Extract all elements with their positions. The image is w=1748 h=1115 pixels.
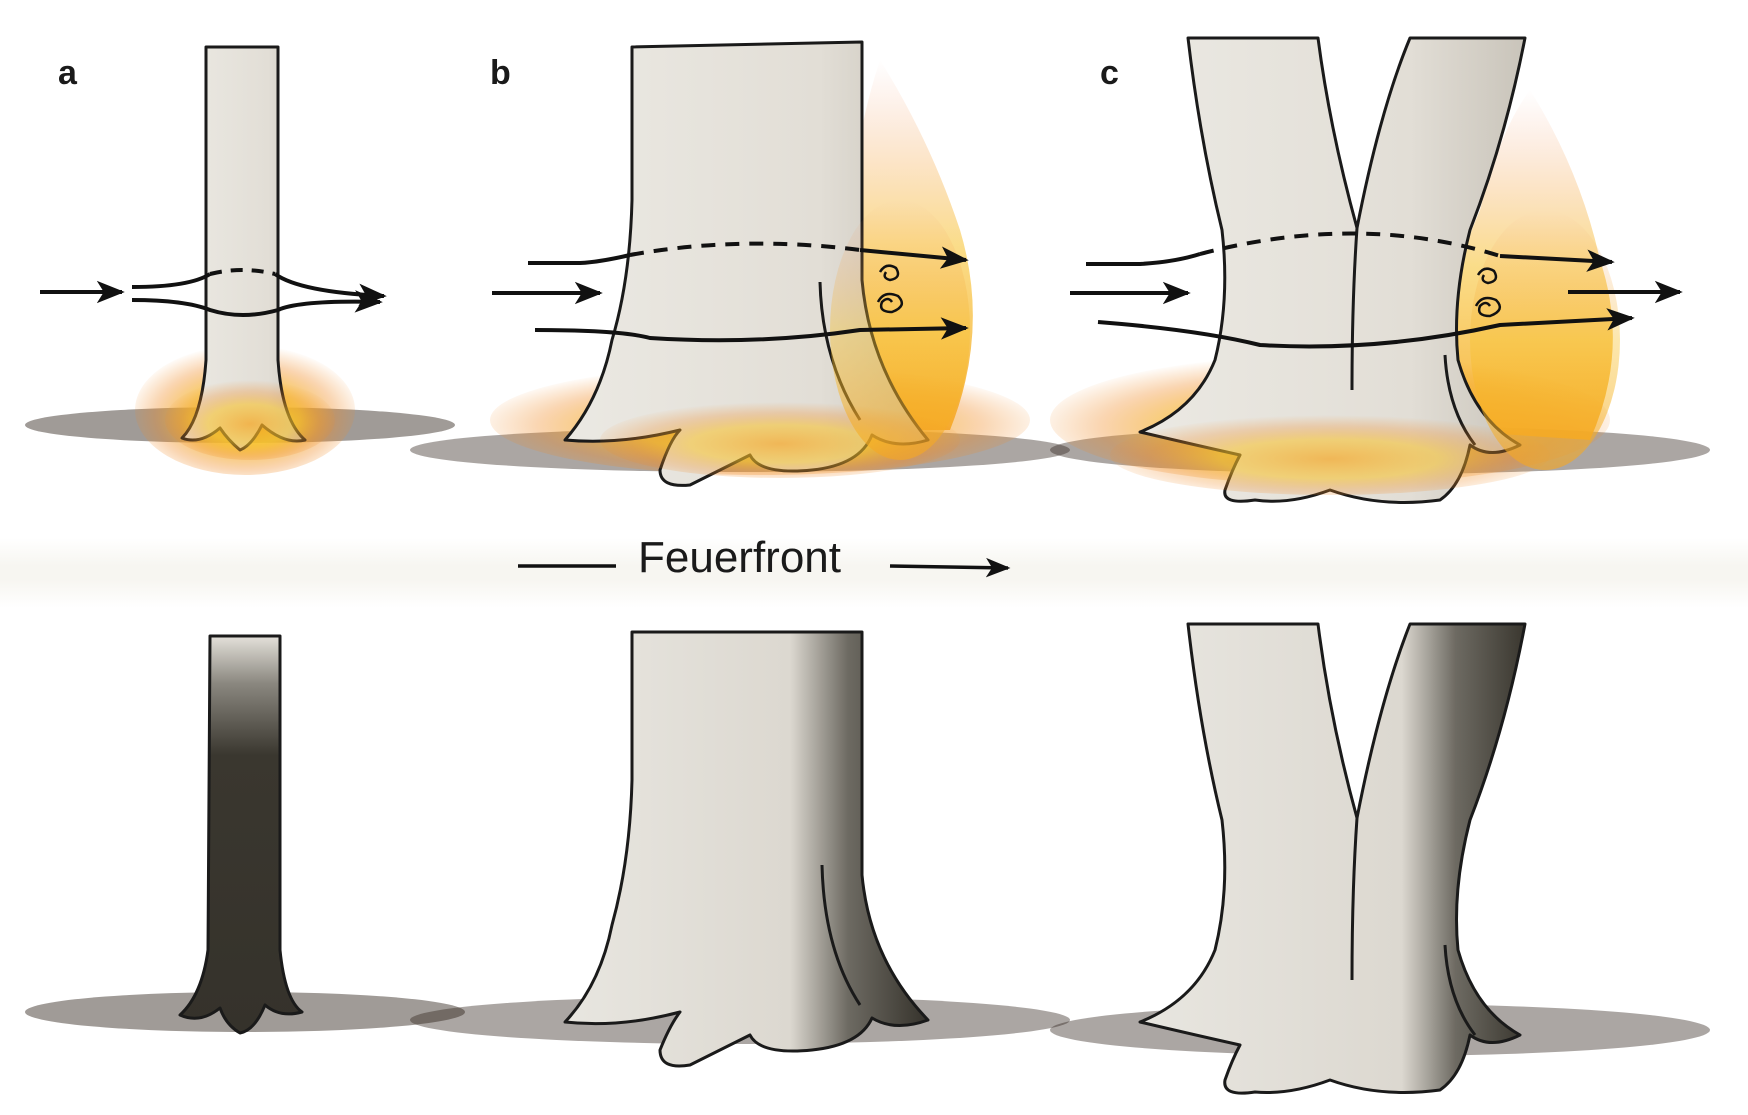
eddy-lower: [1474, 296, 1502, 318]
panel-label-b: b: [490, 54, 511, 92]
airflow-line-top: [1086, 252, 1201, 266]
flames-back-right: [1470, 210, 1620, 470]
airflow-line-top: [131, 272, 212, 289]
trunk-charred: [1138, 622, 1527, 1095]
trunk-charred: [563, 630, 930, 1068]
panel-b-fire: [410, 40, 1070, 487]
panel-c-scar: [1050, 622, 1710, 1095]
airflow-line-dashed: [209, 268, 276, 276]
fire-front-label: Feuerfront: [638, 533, 841, 582]
airflow-line-top-out: [273, 272, 387, 306]
panel-a-scar: [25, 634, 465, 1035]
airflow-line-bottom: [534, 317, 969, 343]
panel-label-c: c: [1100, 54, 1119, 92]
divider-band: [0, 538, 1748, 608]
panel-b-scar: [410, 630, 1070, 1068]
airflow-line-dashed: [629, 241, 861, 257]
flames-front: [1110, 415, 1550, 495]
airflow-line-bottom: [131, 290, 383, 317]
airflow-line-top-out: [859, 246, 969, 269]
eddy-upper: [878, 264, 900, 282]
panel-label-a: a: [58, 54, 77, 92]
panel-a-fire: [25, 45, 455, 475]
trunk-fold: [1443, 944, 1477, 1036]
trunk-charred: [178, 634, 304, 1035]
trunk-fold: [820, 864, 862, 1006]
airflow-line-top-out: [1499, 249, 1615, 272]
airflow-line-bottom: [1097, 308, 1635, 349]
airflow-line-dashed: [1199, 231, 1501, 258]
eddy-upper: [1476, 267, 1498, 285]
fire-front-arrow: [889, 557, 1011, 578]
fire-front-indicator: [518, 557, 1011, 578]
panel-c-fire: [1050, 36, 1710, 504]
eddy-lower: [876, 292, 904, 314]
flames-front: [165, 380, 335, 460]
trunk: [1138, 36, 1527, 504]
trunk-fork-line: [1350, 817, 1359, 981]
trunk-fork-line: [1350, 227, 1359, 391]
airflow-line-top: [528, 253, 631, 265]
